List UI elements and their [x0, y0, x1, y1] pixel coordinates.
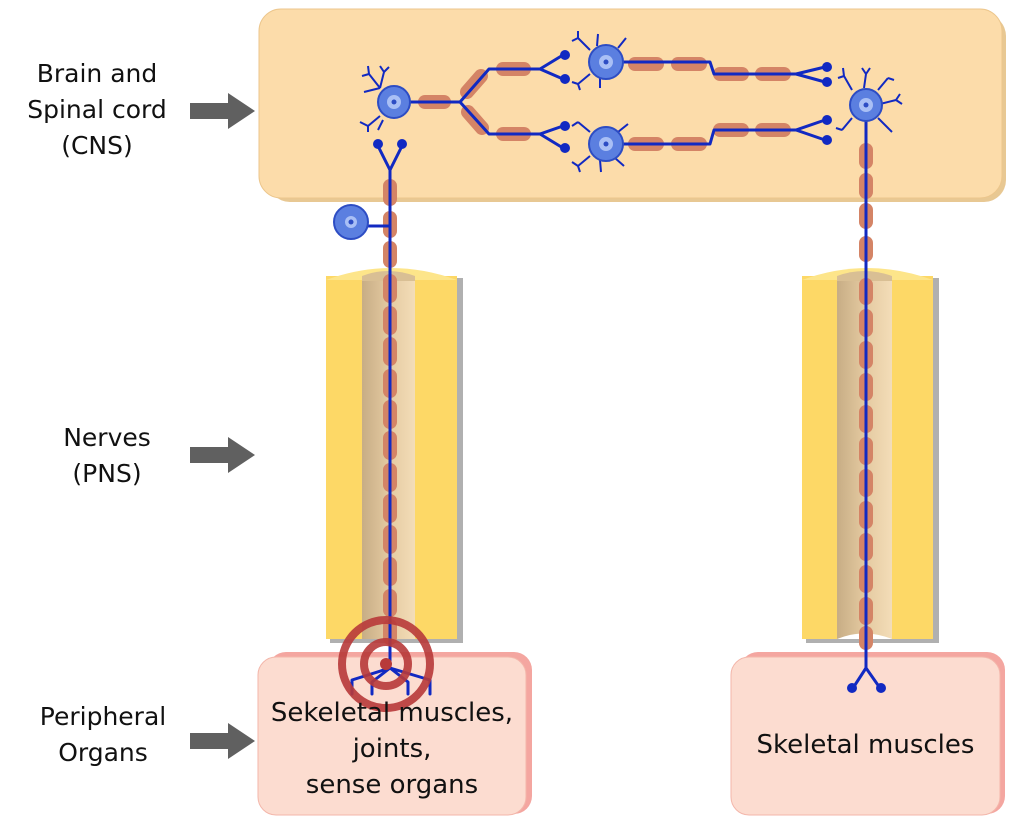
organ-right-line-1: Skeletal muscles — [756, 730, 975, 760]
arrow-cns — [190, 93, 255, 129]
neuron-interneuron-bottom — [588, 126, 624, 162]
pns-label-line-1: Nerves — [63, 423, 151, 452]
arrow-peripheral — [190, 723, 255, 759]
peripheral-label: Peripheral Organs — [20, 699, 186, 771]
neuron-cell-bodies — [333, 44, 883, 240]
organ-right-label: Skeletal muscles — [731, 727, 1000, 763]
cns-block — [258, 8, 1006, 202]
cns-label-line-1: Brain and — [36, 59, 158, 88]
neuron-motor — [849, 88, 883, 122]
organ-left-line-2: joints, — [352, 734, 432, 764]
receptor-rings — [338, 616, 434, 712]
peripheral-label-line-2: Organs — [58, 738, 148, 767]
organ-left-line-3: sense organs — [305, 770, 479, 800]
arrows — [190, 93, 255, 759]
arrow-pns — [190, 437, 255, 473]
cns-label: Brain and Spinal cord (CNS) — [4, 56, 190, 164]
receptor-center — [380, 658, 392, 670]
organ-left-line-1: Sekeletal muscles, — [270, 698, 514, 728]
pns-label-line-2: (PNS) — [72, 459, 142, 488]
neuron-interneuron-top — [588, 44, 624, 80]
pns-label: Nerves (PNS) — [24, 420, 190, 492]
dendrites — [359, 31, 903, 173]
cns-label-line-2: Spinal cord — [27, 95, 167, 124]
peripheral-label-line-1: Peripheral — [39, 702, 167, 731]
neuron-sensory-ganglion — [333, 204, 369, 240]
neuron-cns-input — [377, 85, 411, 119]
organ-left-label: Sekeletal muscles, joints, sense organs — [258, 695, 526, 803]
synapse-terminals — [373, 50, 886, 693]
organ-block-left — [257, 652, 532, 816]
cns-label-line-3: (CNS) — [61, 131, 133, 160]
